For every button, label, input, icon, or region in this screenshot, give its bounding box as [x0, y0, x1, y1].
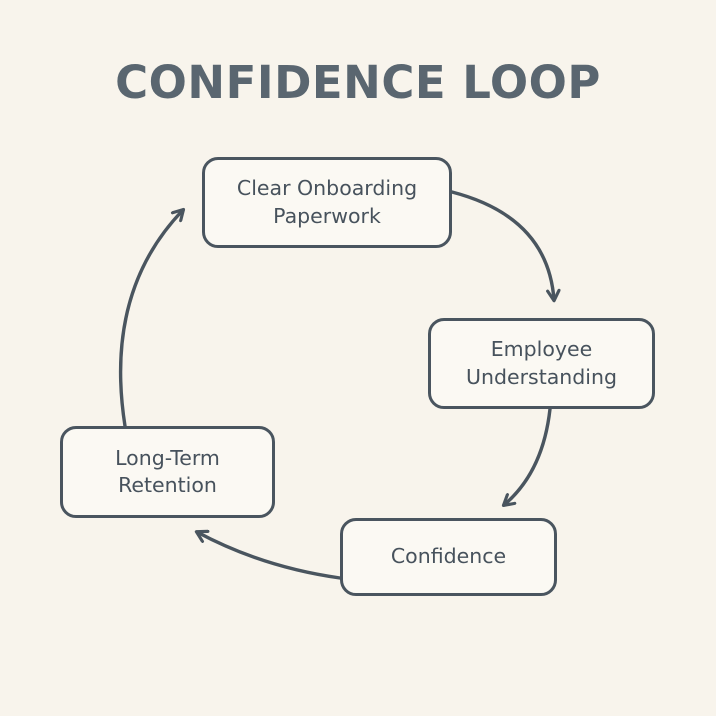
node-label-line: Understanding: [465, 364, 618, 389]
node-label-line: Employee: [490, 337, 593, 362]
arrow-right-to-bottom-icon: [504, 407, 552, 505]
page-title: CONFIDENCE LOOP: [115, 56, 601, 109]
node-label-line: Paperwork: [273, 203, 381, 228]
node-label-line: Confidence: [390, 544, 507, 569]
node-label-line: Clear Onboarding: [236, 176, 418, 201]
arrow-bottom-to-left-icon: [197, 532, 342, 580]
node-employee-understanding: Employee Understanding: [428, 318, 655, 409]
arrow-top-to-right-icon: [450, 190, 554, 300]
node-confidence: Confidence: [340, 518, 557, 596]
arrow-left-to-top-icon: [118, 210, 183, 428]
node-long-term-retention: Long-Term Retention: [60, 426, 275, 518]
node-label-line: Retention: [118, 473, 217, 497]
node-clear-onboarding-paperwork: Clear Onboarding Paperwork: [202, 157, 452, 248]
node-label-line: Long-Term: [115, 445, 220, 470]
